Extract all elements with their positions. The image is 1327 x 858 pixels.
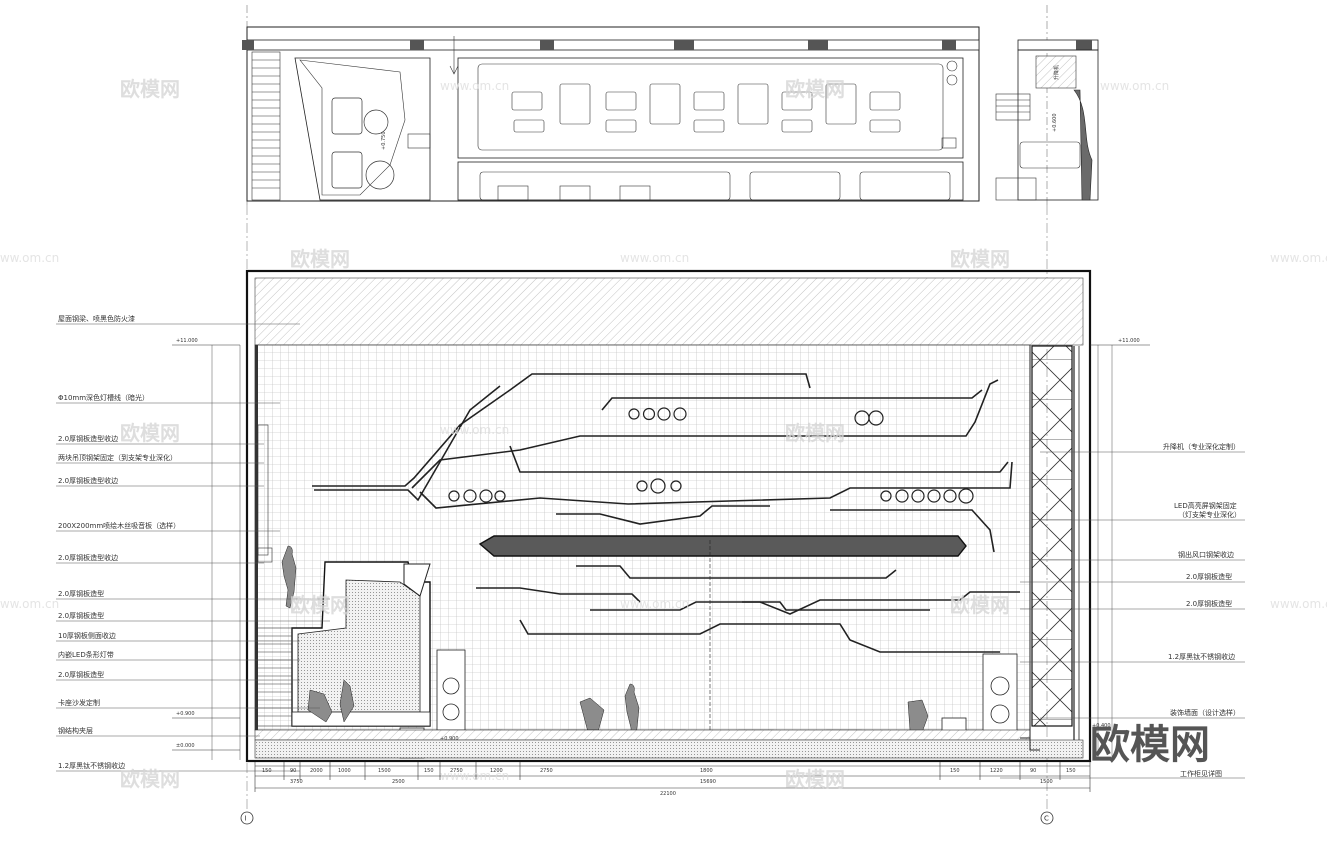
left-label-6: 200X200mm喷绘木丝吸音板（选样） (58, 521, 180, 530)
dim-r1-11: 1220 (990, 768, 1003, 774)
dim-r1-13: 150 (1066, 768, 1076, 774)
watermark-url-1: www.om.cn (440, 79, 509, 93)
dim-r2-1: 2500 (392, 779, 405, 785)
dim-r1-8: 2750 (540, 768, 553, 774)
right-label-3: （灯支架专业深化） (1178, 510, 1241, 519)
left-label-11: 内嵌LED条形灯带 (58, 650, 114, 659)
watermark-4: 欧模网 (950, 247, 1010, 271)
plan-elevation-a: +0.750 (381, 131, 387, 150)
axis-left-label: I (245, 815, 247, 823)
watermark-url-3: www.om.cn (0, 251, 59, 265)
watermark-5: 欧模网 (120, 421, 180, 445)
dim-r1-10: 150 (950, 768, 960, 774)
left-label-1: 屋面钢梁、喷黑色防火漆 (58, 314, 135, 323)
right-label-6: 2.0厚钢板造型 (1186, 599, 1232, 608)
dim-r1-1: 90 (290, 768, 296, 774)
watermark-10: 欧模网 (785, 767, 845, 791)
left-label-4: 两块吊顶钢架固定（到支架专业深化） (58, 453, 177, 462)
dim-r1-2: 2000 (310, 768, 323, 774)
dim-r1-7: 1200 (490, 768, 503, 774)
right-label-8: 装饰墙面（设计选样） (1170, 708, 1240, 717)
elevation-right-small: +0.400 (1092, 723, 1111, 729)
left-label-12: 2.0厚钢板造型 (58, 670, 104, 679)
watermark-url-7: www.om.cn (0, 597, 59, 611)
right-label-1: 升降机（专业深化定制） (1163, 442, 1240, 451)
left-label-8: 2.0厚钢板造型 (58, 589, 104, 598)
corner-watermark: 欧模网 (1090, 722, 1210, 768)
left-label-14: 钢结构夹层 (58, 726, 93, 735)
dim-r2-0: 3750 (290, 779, 303, 785)
dim-r1-6: 2750 (450, 768, 463, 774)
watermark-url-2: www.om.cn (1100, 79, 1169, 93)
dim-r1-9: 1800 (700, 768, 713, 774)
right-label-2: LED高亮屏钢架固定 (1174, 501, 1237, 510)
watermark-7: 欧模网 (290, 593, 350, 617)
dim-r1-4: 1500 (378, 768, 391, 774)
dim-r1-0: 150 (262, 768, 272, 774)
left-label-3: 2.0厚钢板造型收边 (58, 434, 118, 443)
left-label-10: 10厚钢板侧面收边 (58, 631, 116, 640)
dim-total: 22100 (660, 791, 676, 797)
left-label-7: 2.0厚钢板造型收边 (58, 553, 118, 562)
bottom-dimensions: 150 90 2000 1000 1500 150 2750 1200 2750… (254, 762, 1091, 797)
plan-view: +0.750 升降机 (242, 5, 1099, 205)
watermark-1: 欧模网 (120, 77, 180, 101)
dim-r1-12: 90 (1030, 768, 1036, 774)
right-annotations: +11.000 升降机（专业深化定制） LED高亮屏钢架固定 （灯支架专业深化）… (440, 338, 1245, 779)
watermark-url-4: www.om.cn (620, 251, 689, 265)
plan-elevation-b: +0.600 (1052, 113, 1058, 132)
left-label-13: 卡座沙发定制 (58, 698, 100, 707)
watermarks: 欧模网 www.om.cn 欧模网 www.om.cn www.om.cn 欧模… (0, 77, 1327, 791)
left-label-15: 1.2厚黑钛不锈钢收边 (58, 761, 125, 770)
right-label-9: 工作柜见详图 (1180, 769, 1222, 778)
watermark-2: 欧模网 (785, 77, 845, 101)
watermark-url-6: www.om.cn (440, 423, 509, 437)
dim-r2-2: 15690 (700, 779, 716, 785)
watermark-8: 欧模网 (950, 593, 1010, 617)
watermark-url-5: www.om.cn (1270, 251, 1327, 265)
axis-markers: I C (240, 811, 1054, 825)
watermark-url-10: www.om.cn (440, 769, 509, 783)
right-label-5: 2.0厚钢板造型 (1186, 572, 1232, 581)
left-label-9: 2.0厚钢板造型 (58, 611, 104, 620)
elevation-ground: ±0.000 (176, 743, 195, 749)
left-label-2: Φ10mm深色灯槽线（暗光） (58, 393, 149, 402)
elevation-view (245, 269, 1092, 763)
left-label-5: 2.0厚钢板造型收边 (58, 476, 118, 485)
left-annotations: 屋面钢梁、喷黑色防火漆 Φ10mm深色灯槽线（暗光） 2.0厚钢板造型收边 两块… (56, 314, 330, 772)
watermark-9: 欧模网 (120, 767, 180, 791)
watermark-url-8: www.om.cn (620, 597, 689, 611)
right-label-4: 钢出风口钢架收边 (1178, 550, 1234, 559)
dim-r1-5: 150 (424, 768, 434, 774)
watermark-3: 欧模网 (290, 247, 350, 271)
elevation-top-left: +11.000 (176, 338, 198, 344)
axis-right-label: C (1044, 815, 1049, 823)
elevation-top-right: +11.000 (1118, 338, 1140, 344)
elevation-mezz: +0.900 (176, 711, 195, 717)
watermark-url-9: www.om.cn (1270, 597, 1327, 611)
plan-lift-label: 升降机 (1053, 65, 1060, 80)
elevation-stage: +0.900 (440, 736, 459, 742)
dim-r1-3: 1000 (338, 768, 351, 774)
right-label-7: 1.2厚黑钛不锈钢收边 (1168, 652, 1235, 661)
watermark-6: 欧模网 (785, 421, 845, 445)
dim-r2-3: 1500 (1040, 779, 1053, 785)
